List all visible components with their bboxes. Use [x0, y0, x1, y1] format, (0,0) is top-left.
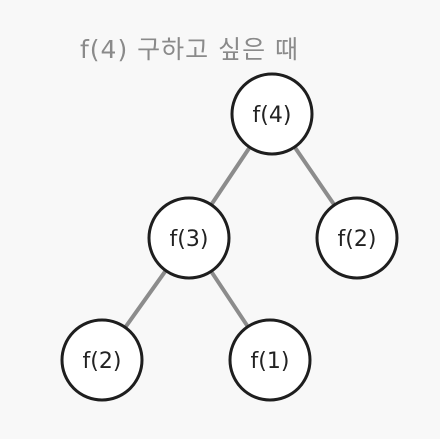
- node-label: f(1): [251, 349, 290, 374]
- tree-edge-n4-n2r: [292, 144, 337, 208]
- node-circle: [60, 318, 144, 402]
- nodes-layer: f(4) f(3) f(2) f(2) f(1): [60, 72, 399, 402]
- node-circle: [228, 318, 312, 402]
- tree-edge-n3-n2l: [123, 268, 168, 330]
- tree-edge-n4-n3: [209, 145, 252, 207]
- tree-node-n2r: f(2): [315, 196, 399, 280]
- node-circle: [230, 72, 314, 156]
- diagram-title: f(4) 구하고 싶은 때: [80, 35, 300, 64]
- node-circle: [315, 196, 399, 280]
- node-label: f(2): [338, 227, 377, 252]
- tree-node-n4: f(4): [230, 72, 314, 156]
- tree-node-n1: f(1): [228, 318, 312, 402]
- tree-edge-n3-n1: [209, 269, 250, 329]
- node-circle: [147, 196, 231, 280]
- node-label: f(2): [83, 349, 122, 374]
- edges-layer: [123, 144, 337, 330]
- tree-node-n2l: f(2): [60, 318, 144, 402]
- node-label: f(4): [253, 103, 292, 128]
- node-label: f(3): [170, 227, 209, 252]
- tree-node-n3: f(3): [147, 196, 231, 280]
